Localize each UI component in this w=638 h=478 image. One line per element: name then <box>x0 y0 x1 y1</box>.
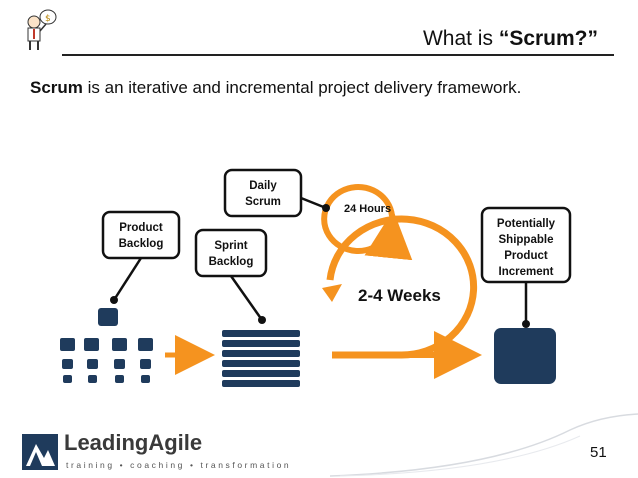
svg-text:Shippable: Shippable <box>499 234 554 246</box>
callout-increment: Potentially Shippable Product Increment <box>480 206 572 328</box>
daily-loop-label: 24 Hours <box>344 203 391 215</box>
svg-text:Daily: Daily <box>249 180 277 192</box>
svg-text:Product: Product <box>119 222 163 234</box>
sprint-backlog-stack <box>222 330 300 387</box>
callout-sprint-backlog: Sprint Backlog <box>194 228 268 324</box>
mascot-illustration: $ <box>27 9 57 50</box>
product-backlog-items <box>60 308 153 383</box>
svg-text:Backlog: Backlog <box>209 256 254 268</box>
callout-daily-scrum: Daily Scrum <box>223 168 330 218</box>
svg-text:Potentially: Potentially <box>497 218 556 230</box>
svg-text:$: $ <box>45 14 51 24</box>
svg-text:Backlog: Backlog <box>119 238 164 250</box>
svg-text:Sprint: Sprint <box>214 240 247 252</box>
callout-product-backlog: Product Backlog <box>101 210 181 304</box>
title-divider <box>62 54 614 56</box>
sprint-loop-arrowhead <box>322 284 342 302</box>
leadingagile-logo-icon <box>22 434 58 470</box>
increment-block <box>494 328 556 384</box>
slide-title: What is “Scrum?” <box>422 27 598 50</box>
svg-text:Product: Product <box>504 250 548 262</box>
slide-subtitle: Scrum is an iterative and incremental pr… <box>30 78 522 97</box>
svg-text:Increment: Increment <box>499 266 554 278</box>
svg-text:Scrum: Scrum <box>245 196 281 208</box>
sprint-loop-label: 2-4 Weeks <box>358 286 441 305</box>
brand-tagline: training • coaching • transformation <box>66 460 292 470</box>
scrum-diagram: 24 Hours 2-4 Weeks Product Backlog Sprin… <box>60 168 572 387</box>
footer-decoration <box>330 413 638 477</box>
brand-name: LeadingAgile <box>64 430 203 455</box>
daily-loop-arrow <box>321 184 413 261</box>
page-number: 51 <box>590 444 607 461</box>
